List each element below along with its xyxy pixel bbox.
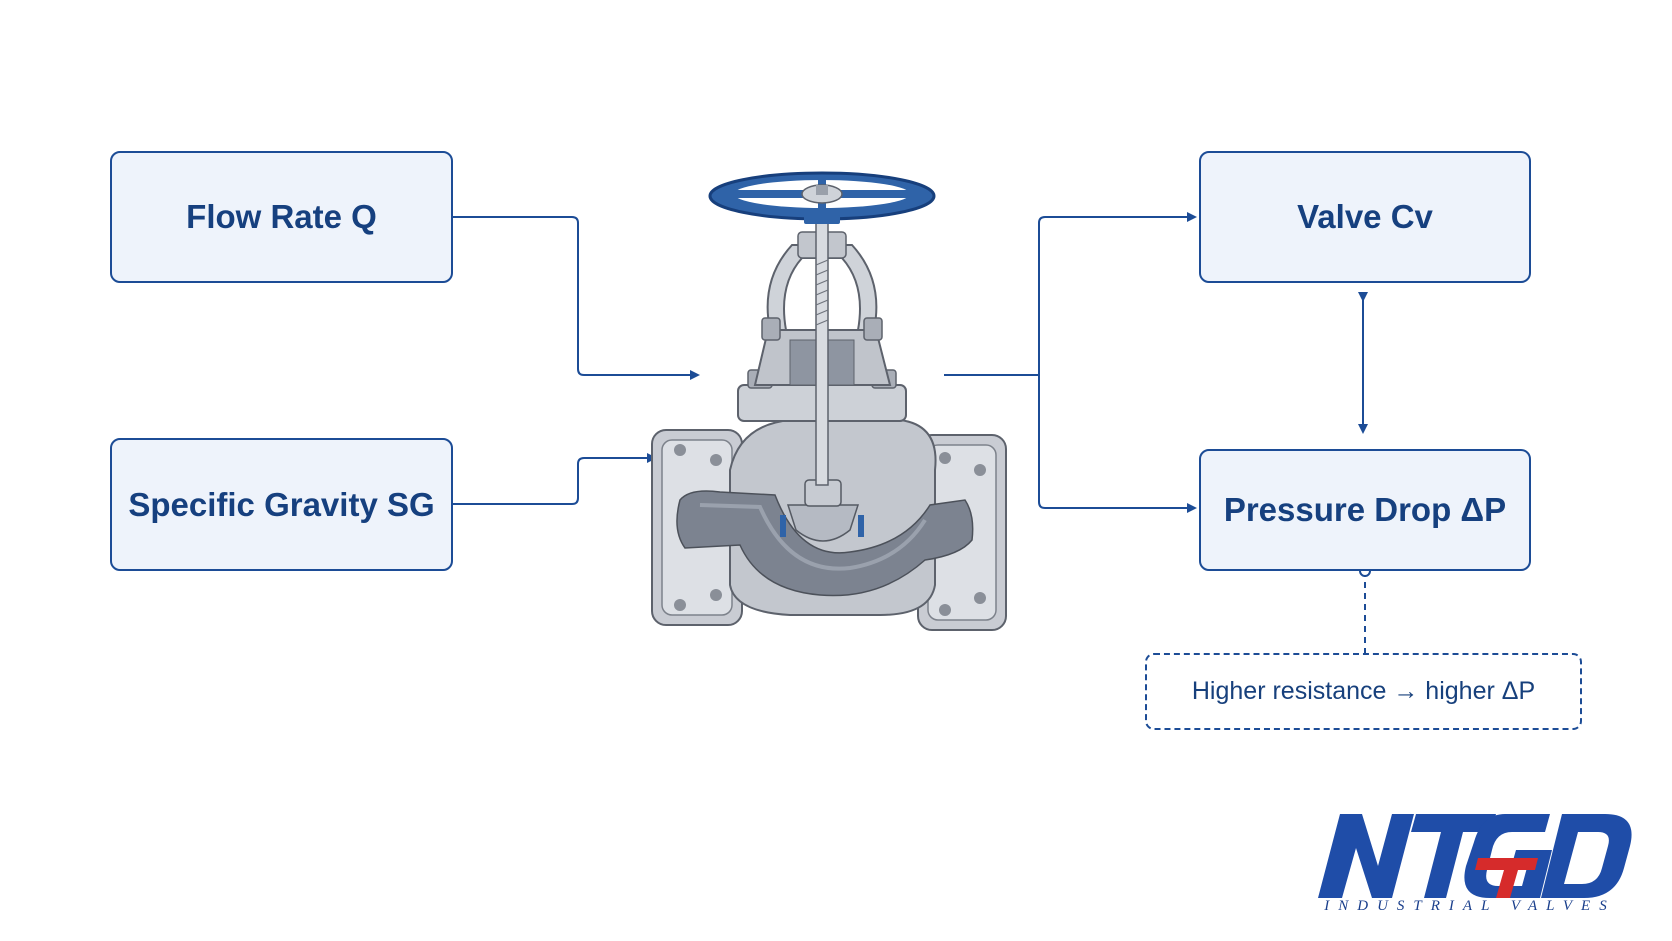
valve-cv-connector (1038, 212, 1197, 375)
valve-cv-label: Valve Cv (1297, 198, 1433, 235)
ntgd-logo (1318, 814, 1632, 898)
flow-rate-label: Flow Rate Q (186, 198, 377, 235)
logo-subtitle: INDUSTRIAL VALVES (1324, 898, 1616, 914)
pressure-drop-box: Pressure Drop ΔP (1199, 449, 1531, 571)
pressure-drop-connector (1038, 375, 1197, 513)
specific-gravity-connector (453, 453, 657, 505)
pressure-drop-label: Pressure Drop ΔP (1223, 491, 1507, 528)
valve-cv-box: Valve Cv (1199, 151, 1531, 283)
flow-rate-connector (453, 216, 700, 380)
globe-valve-illustration (651, 171, 1007, 631)
specific-gravity-label: Specific Gravity SG (128, 485, 435, 523)
specific-gravity-box: Specific Gravity SG (110, 438, 453, 571)
resistance-note-text: Higher resistance → higher ΔP (1191, 677, 1536, 705)
flow-rate-box: Flow Rate Q (110, 151, 453, 283)
resistance-note: Higher resistance → higher ΔP (1145, 653, 1582, 730)
